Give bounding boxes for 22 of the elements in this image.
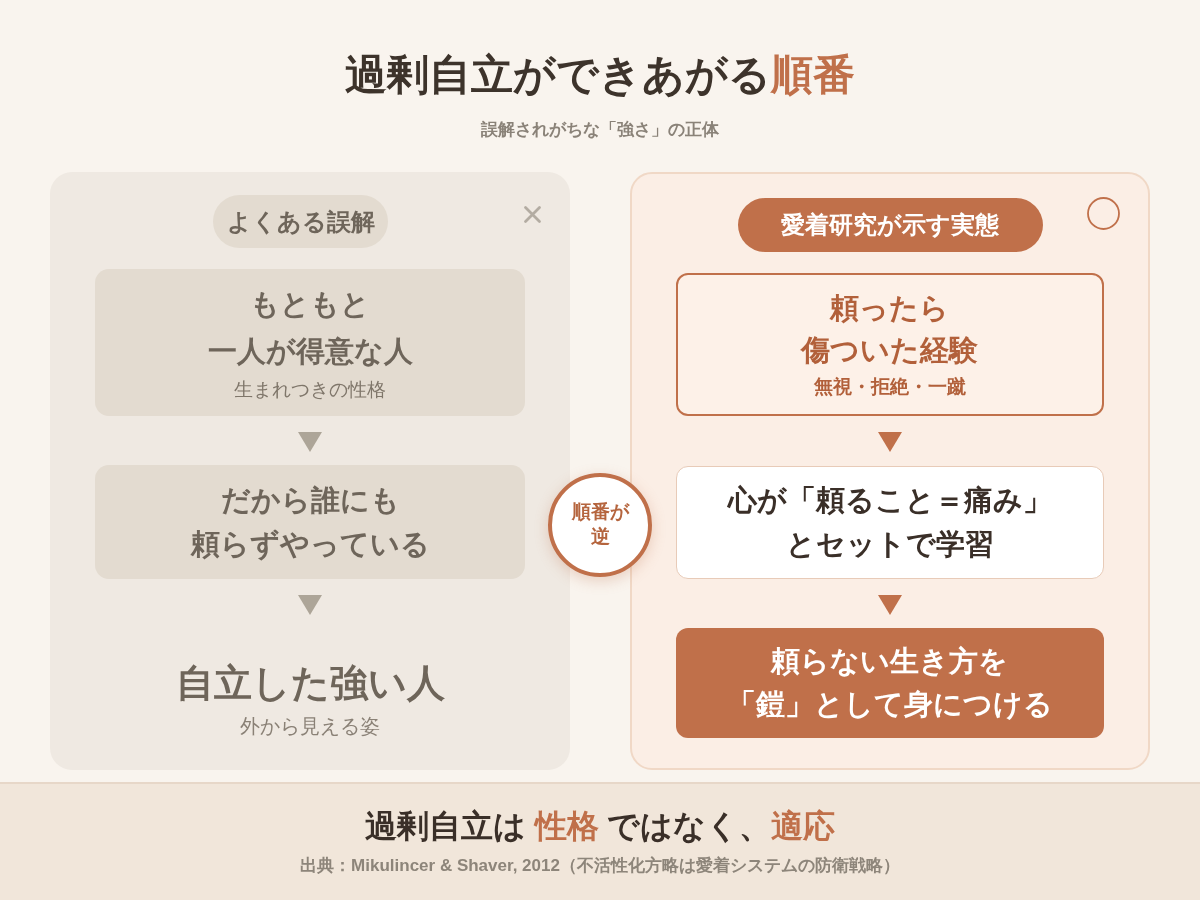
step-box: だから誰にも頼らずやっている — [95, 465, 525, 579]
note-text: 外から見える姿 — [240, 713, 380, 739]
heading-pill: 愛着研究が示す実態 — [737, 197, 1043, 252]
arrow — [878, 595, 902, 615]
step-box — [675, 272, 1104, 416]
panel — [50, 172, 570, 770]
subtitle: 誤解されがちな「強さ」の正体 — [481, 119, 719, 141]
arrow — [298, 595, 322, 615]
note-text: 無視・拒絶・一蹴 — [813, 374, 966, 399]
panel — [630, 172, 1150, 770]
step-text: もともと一人が得意な人 — [207, 287, 413, 370]
step-text: 頼ったら傷ついた経験 — [801, 290, 978, 368]
note-text: 生まれつきの性格 — [234, 378, 386, 403]
title: 過剰自立ができあがる順番 — [345, 50, 855, 100]
step-box: 頼らない生き方を「鎧」として身につける — [675, 627, 1104, 738]
source-text: 出典：Mikulincer & Shaver, 2012（不活性化方略は愛着システムの防衛戦略） — [300, 855, 900, 878]
arrow — [878, 432, 902, 452]
footer-band — [0, 782, 1200, 900]
result-text: 自立した強い人 — [175, 661, 445, 707]
conclusion-text: 過剰自立は 性格 ではなく、適応 — [364, 806, 836, 846]
heading-pill: よくある誤解 — [213, 195, 388, 248]
step-box: 心が「頼ること＝痛み」とセットで学習 — [675, 465, 1104, 579]
